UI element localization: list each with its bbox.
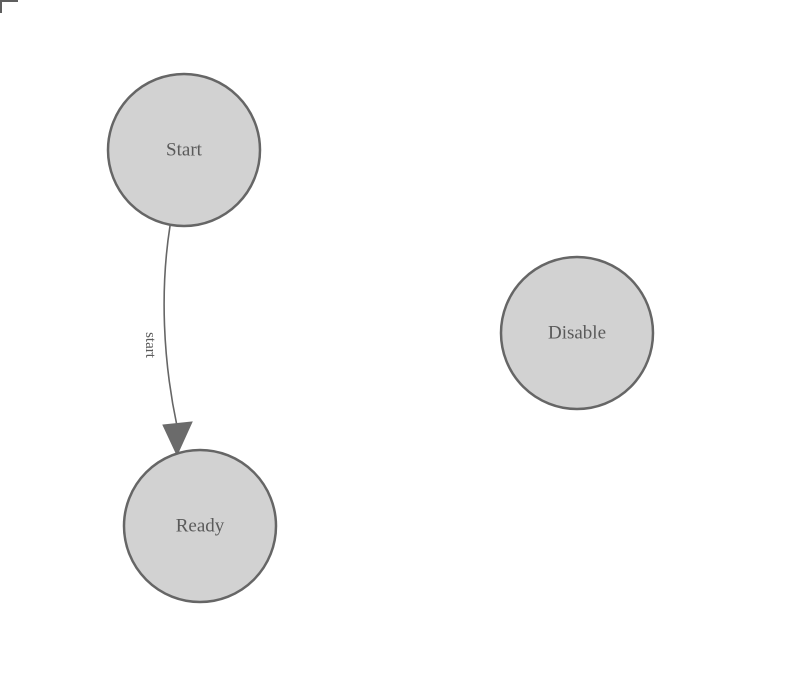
node-start[interactable]: Start: [106, 72, 262, 228]
node-start-circle[interactable]: [106, 72, 262, 228]
node-ready-circle[interactable]: [122, 448, 278, 604]
arrowhead-icon: [162, 421, 193, 457]
edge-curve: [163, 225, 178, 427]
edge-label-start: start: [142, 332, 158, 359]
node-disable-label: Disable: [548, 323, 606, 344]
node-ready-label: Ready: [176, 516, 225, 537]
edge-start-to-ready[interactable]: start: [142, 225, 193, 457]
top-left-corner-mark-icon: [0, 0, 18, 13]
node-ready[interactable]: Ready: [122, 448, 278, 604]
node-start-label: Start: [166, 140, 203, 161]
node-disable-circle[interactable]: [499, 255, 655, 411]
node-disable[interactable]: Disable: [499, 255, 655, 411]
